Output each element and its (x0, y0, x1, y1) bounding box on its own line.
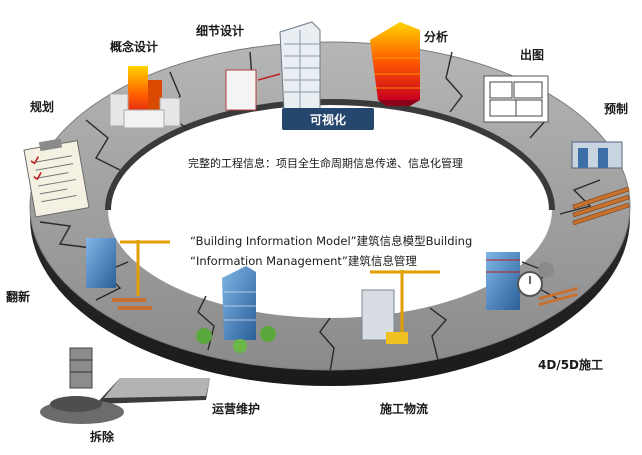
construction-4d5d-icon (486, 252, 578, 310)
demolition-rubble-icon (40, 347, 124, 424)
stage-label-planning: 规划 (30, 100, 55, 114)
ring-hole (108, 102, 552, 318)
renovation-building-icon (86, 238, 170, 310)
construction-crane-icon (361, 270, 440, 344)
clipboard-icon (23, 138, 90, 218)
bim-model-caption: “Building Information Model”建筑信息模型Buildi… (190, 234, 473, 248)
stage-label-detail-design: 细节设计 (196, 24, 245, 38)
concept-model-icon (109, 66, 181, 129)
info-caption: 完整的工程信息：项目全生命周期信息传递、信息化管理 (188, 157, 463, 170)
stage-label-prefabrication: 预制 (604, 102, 629, 116)
prefab-factory-icon (571, 141, 630, 226)
drawing-output-icon (483, 75, 549, 123)
stage-label-renovation: 翻新 (6, 290, 31, 304)
stage-label-construction-logistics: 施工物流 (380, 402, 429, 416)
operation-building-icon (196, 266, 276, 353)
stage-label-operation-maintenance: 运营维护 (212, 402, 261, 416)
stage-label-4d5d-construction: 4D/5D施工 (538, 358, 604, 372)
detail-design-building-icon (225, 21, 321, 111)
visualization-badge: 可视化 (282, 108, 374, 130)
bim-management-caption: “Information Management”建筑信息管理 (190, 254, 417, 268)
analysis-building-icon (370, 22, 420, 106)
stage-label-drawing: 出图 (520, 48, 545, 62)
stage-label-demolition: 拆除 (90, 430, 115, 444)
stage-label-analysis: 分析 (424, 30, 449, 44)
stage-label-concept-design: 概念设计 (110, 40, 159, 54)
